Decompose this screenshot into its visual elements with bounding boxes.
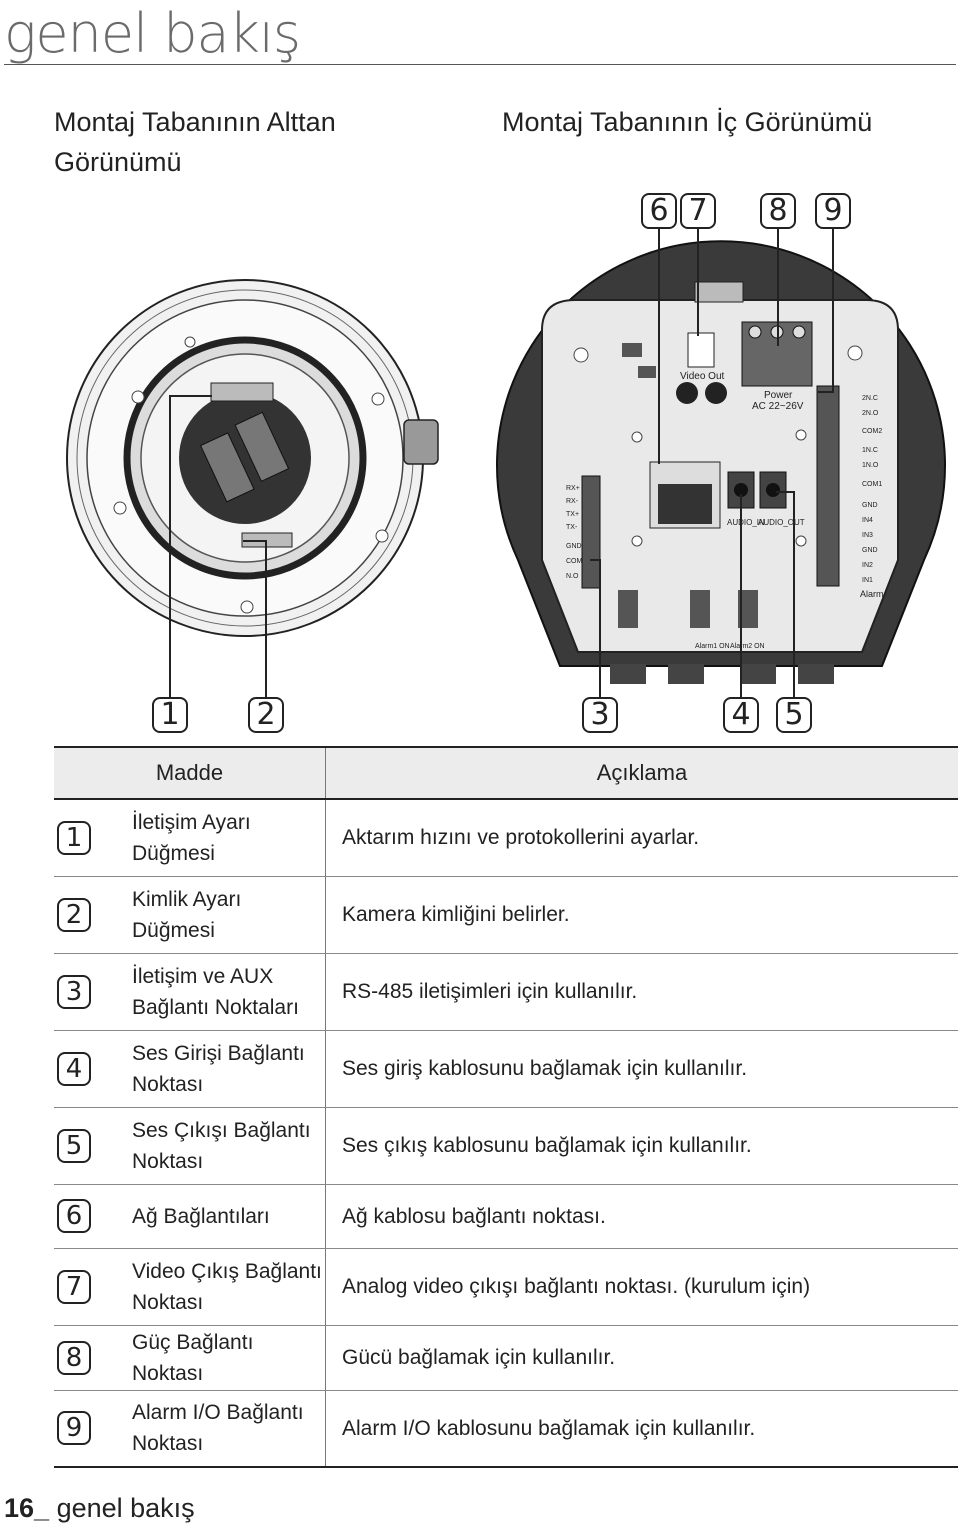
table-row: 7 Video Çıkış Bağlantı Noktası Analog vi… bbox=[54, 1248, 958, 1326]
terminal-gnd-right: GND bbox=[862, 502, 878, 509]
terminal-com1: COM1 bbox=[862, 481, 882, 488]
row-name: Alarm I/O Bağlantı Noktası bbox=[128, 1390, 326, 1468]
callout-5: 5 bbox=[776, 697, 812, 733]
row-number: 6 bbox=[57, 1199, 91, 1233]
row-description: Gücü bağlamak için kullanılır. bbox=[325, 1325, 958, 1391]
page-title: genel bakış bbox=[4, 2, 301, 65]
table-row: 2 Kimlik Ayarı Düğmesi Kamera kimliğini … bbox=[54, 876, 958, 954]
callout-4: 4 bbox=[723, 697, 759, 733]
terminal-rx-minus: RX- bbox=[566, 498, 579, 505]
page-footer: 16_ genel bakış bbox=[4, 1493, 195, 1524]
callout-7: 7 bbox=[680, 193, 716, 229]
terminal-1no: 1N.O bbox=[862, 462, 879, 469]
title-rule bbox=[4, 64, 956, 65]
terminal-gnd: GND bbox=[566, 543, 582, 550]
table-row: 6 Ağ Bağlantıları Ağ kablosu bağlantı no… bbox=[54, 1184, 958, 1249]
row-description: Ses giriş kablosunu bağlamak için kullan… bbox=[325, 1030, 958, 1108]
row-number: 2 bbox=[57, 897, 91, 932]
terminal-1nc: 1N.C bbox=[862, 447, 878, 454]
row-name: Ses Çıkışı Bağlantı Noktası bbox=[128, 1107, 326, 1185]
audio-in-label: AUDIO_IN bbox=[727, 518, 765, 527]
table-header-row: Madde Açıklama bbox=[54, 746, 958, 800]
header-description: Açıklama bbox=[325, 746, 958, 800]
page-number: 16_ bbox=[4, 1493, 50, 1523]
footer-section: genel bakış bbox=[56, 1493, 195, 1523]
terminal-in3: IN3 bbox=[862, 532, 873, 539]
terminal-in2: IN2 bbox=[862, 562, 873, 569]
row-number: 4 bbox=[57, 1051, 91, 1086]
power-spec-label: AC 22~26V bbox=[752, 401, 804, 412]
callout-9: 9 bbox=[815, 193, 851, 229]
row-description: Alarm I/O kablosunu bağlamak için kullan… bbox=[325, 1390, 958, 1468]
items-table: Madde Açıklama 1 İletişim Ayarı Düğmesi … bbox=[54, 746, 958, 1468]
bottom-view-diagram bbox=[66, 279, 439, 720]
video-out-label: Video Out bbox=[680, 371, 725, 382]
row-name: Video Çıkış Bağlantı Noktası bbox=[128, 1248, 326, 1326]
header-item: Madde bbox=[54, 746, 326, 800]
table-row: 1 İletişim Ayarı Düğmesi Aktarım hızını … bbox=[54, 799, 958, 877]
row-description: Analog video çıkışı bağlantı noktası. (k… bbox=[325, 1248, 958, 1326]
power-label: Power bbox=[764, 390, 793, 401]
row-description: Aktarım hızını ve protokollerini ayarlar… bbox=[325, 799, 958, 877]
row-description: Ağ kablosu bağlantı noktası. bbox=[325, 1184, 958, 1249]
row-number: 5 bbox=[57, 1128, 91, 1163]
terminal-2no: 2N.O bbox=[862, 410, 879, 417]
alarm1-label: Alarm1 ON bbox=[695, 643, 730, 650]
table-row: 4 Ses Girişi Bağlantı Noktası Ses giriş … bbox=[54, 1030, 958, 1108]
alarm2-label: Alarm2 ON bbox=[730, 643, 765, 650]
row-name: İletişim ve AUX Bağlantı Noktaları bbox=[128, 953, 326, 1031]
row-name: Kimlik Ayarı Düğmesi bbox=[128, 876, 326, 954]
row-number: 7 bbox=[57, 1269, 91, 1304]
alarm-label: Alarm bbox=[860, 589, 884, 599]
row-name: Güç Bağlantı Noktası bbox=[128, 1325, 326, 1391]
row-number: 9 bbox=[57, 1411, 91, 1446]
table-row: 5 Ses Çıkışı Bağlantı Noktası Ses çıkış … bbox=[54, 1107, 958, 1185]
terminal-in4: IN4 bbox=[862, 517, 873, 524]
row-description: RS-485 iletişimleri için kullanılır. bbox=[325, 953, 958, 1031]
subtitle-inside-view: Montaj Tabanının İç Görünümü bbox=[502, 107, 873, 137]
row-number: 1 bbox=[57, 820, 91, 855]
callout-3: 3 bbox=[582, 697, 618, 733]
terminal-in1: IN1 bbox=[862, 577, 873, 584]
callout-2: 2 bbox=[248, 697, 284, 733]
row-description: Ses çıkış kablosunu bağlamak için kullan… bbox=[325, 1107, 958, 1185]
table-row: 9 Alarm I/O Bağlantı Noktası Alarm I/O k… bbox=[54, 1390, 958, 1468]
callout-1: 1 bbox=[152, 697, 188, 733]
table-row: 8 Güç Bağlantı Noktası Gücü bağlamak içi… bbox=[54, 1325, 958, 1391]
terminal-tx-minus: TX- bbox=[566, 524, 578, 531]
subtitle-bottom-view: Montaj Tabanının Alttan Görünümü bbox=[54, 107, 336, 177]
terminal-gnd-right-2: GND bbox=[862, 547, 878, 554]
terminal-no: N.O bbox=[566, 573, 579, 580]
callout-6: 6 bbox=[641, 193, 677, 229]
table-row: 3 İletişim ve AUX Bağlantı Noktaları RS-… bbox=[54, 953, 958, 1031]
audio-out-label: AUDIO_OUT bbox=[758, 518, 805, 527]
terminal-com: COM bbox=[566, 558, 583, 565]
inside-view-diagram: Video Out Power AC 22~26V AUDIO_IN AUDIO… bbox=[496, 228, 946, 697]
row-name: Ses Girişi Bağlantı Noktası bbox=[128, 1030, 326, 1108]
row-name: Ağ Bağlantıları bbox=[128, 1184, 326, 1249]
terminal-2nc: 2N.C bbox=[862, 395, 878, 402]
row-description: Kamera kimliğini belirler. bbox=[325, 876, 958, 954]
row-number: 3 bbox=[57, 974, 91, 1009]
terminal-tx-plus: TX+ bbox=[566, 511, 579, 518]
row-number: 8 bbox=[57, 1340, 91, 1375]
row-name: İletişim Ayarı Düğmesi bbox=[128, 799, 326, 877]
mount-base-diagrams: Video Out Power AC 22~26V AUDIO_IN AUDIO… bbox=[66, 228, 946, 720]
terminal-com2: COM2 bbox=[862, 428, 882, 435]
terminal-rx-plus: RX+ bbox=[566, 485, 580, 492]
callout-8: 8 bbox=[760, 193, 796, 229]
